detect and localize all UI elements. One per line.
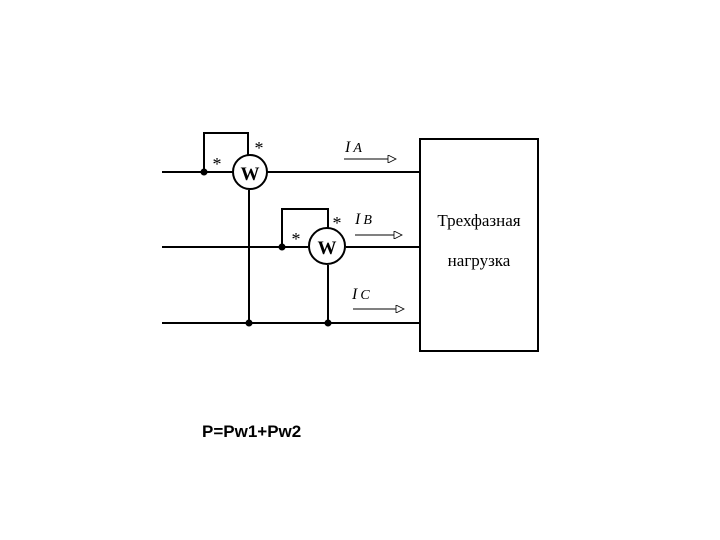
wattmeter1-circle [232,154,268,190]
wattmeter2-current-loop [281,208,329,247]
current-label-c-subscript: C [360,288,370,303]
current-label-a-subscript: A [352,141,362,156]
junction-dot [245,319,253,327]
load-box [419,138,539,352]
wattmeter2-star-voltage: * [333,213,342,233]
junction-dot [278,243,286,251]
current-label-a-symbol: I [344,139,351,156]
wattmeter1-current-loop [203,132,249,172]
wattmeter2-symbol: W [318,238,337,259]
junction-dot [200,168,208,176]
power-formula: P=Pw1+Pw2 [202,422,301,441]
wattmeter1-star-voltage: * [255,138,264,158]
wattmeter2-circle [308,227,346,265]
current-label-b-subscript: B [363,213,372,228]
junction-dot [324,319,332,327]
wattmeter1-star-current: * [213,154,222,174]
load-label-line2: нагрузка [448,251,511,270]
wattmeter2-star-current: * [292,229,301,249]
current-label-b-symbol: I [354,211,361,228]
load-label-line1: Трехфазная [437,211,520,230]
wattmeter1-symbol: W [241,164,260,185]
current-label-c-symbol: I [351,286,358,303]
